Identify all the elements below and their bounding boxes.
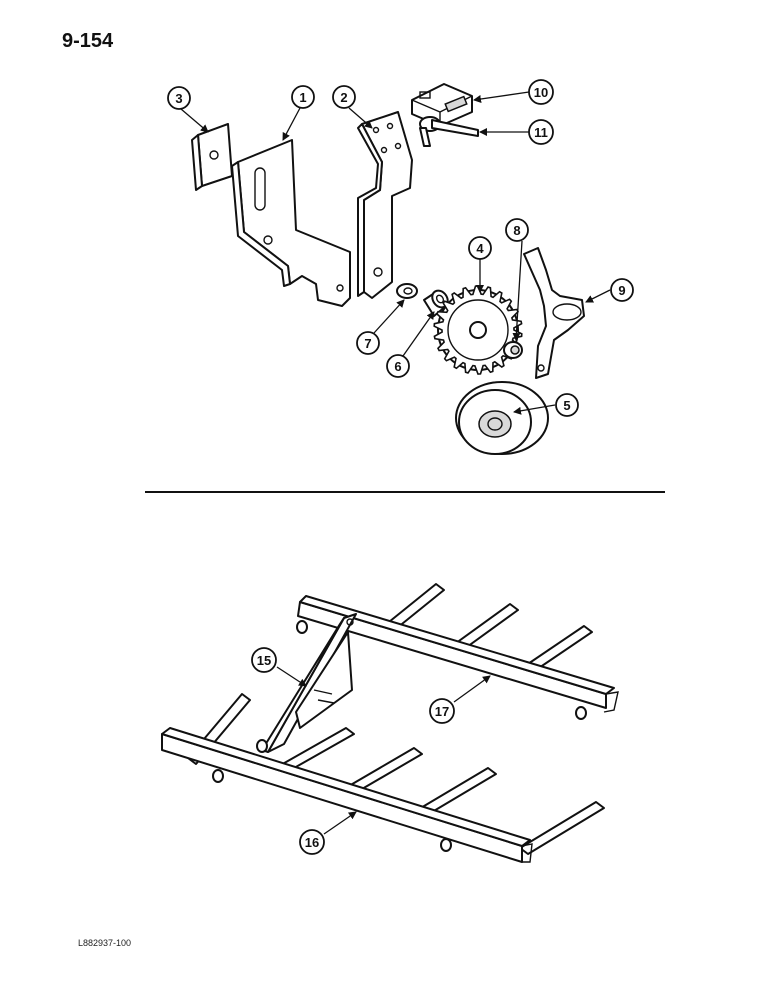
part-9-arm-bracket xyxy=(523,247,585,379)
part-3-plate xyxy=(191,123,233,191)
callout-16: 16 xyxy=(299,829,325,855)
callout-8-label: 8 xyxy=(513,223,520,238)
callout-16-label: 16 xyxy=(305,835,319,850)
part-1-slotted-bracket xyxy=(231,139,351,307)
part-16-lower-rail xyxy=(161,693,605,863)
callout-5-label: 5 xyxy=(563,398,570,413)
callout-1-label: 1 xyxy=(299,90,306,105)
callout-10: 10 xyxy=(528,79,554,105)
page-number: 9-154 xyxy=(62,30,114,52)
part-5-pulley xyxy=(455,381,549,455)
part-7-washer xyxy=(396,283,418,299)
part-10-counter xyxy=(411,83,473,127)
callout-15: 15 xyxy=(251,647,277,673)
callout-17: 17 xyxy=(429,698,455,724)
callout-15-label: 15 xyxy=(257,653,271,668)
leader-lines xyxy=(180,91,611,835)
callout-7: 7 xyxy=(356,331,380,355)
callout-11-label: 11 xyxy=(534,125,548,140)
callout-11: 11 xyxy=(528,119,554,145)
callout-1: 1 xyxy=(291,85,315,109)
callout-10-label: 10 xyxy=(534,85,548,100)
callout-4: 4 xyxy=(468,236,492,260)
part-6-bushing xyxy=(423,289,449,317)
callout-3: 3 xyxy=(167,86,191,110)
callout-17-label: 17 xyxy=(435,704,449,719)
part-11-shaft xyxy=(419,116,479,147)
callout-9: 9 xyxy=(610,278,634,302)
callout-6: 6 xyxy=(386,354,410,378)
part-17-upper-rail xyxy=(296,583,619,720)
callout-5: 5 xyxy=(555,393,579,417)
part-4-sprocket xyxy=(433,285,523,375)
callout-2: 2 xyxy=(332,85,356,109)
callout-7-label: 7 xyxy=(364,336,371,351)
part-2-angle-bracket xyxy=(357,111,413,299)
callout-4-label: 4 xyxy=(476,241,484,256)
part-8-nut xyxy=(503,341,523,359)
figure-code: L882937-100 xyxy=(78,938,132,948)
callout-3-label: 3 xyxy=(175,91,182,106)
callout-8: 8 xyxy=(505,218,529,242)
callout-9-label: 9 xyxy=(618,283,625,298)
callout-6-label: 6 xyxy=(394,359,401,374)
callout-2-label: 2 xyxy=(340,90,347,105)
